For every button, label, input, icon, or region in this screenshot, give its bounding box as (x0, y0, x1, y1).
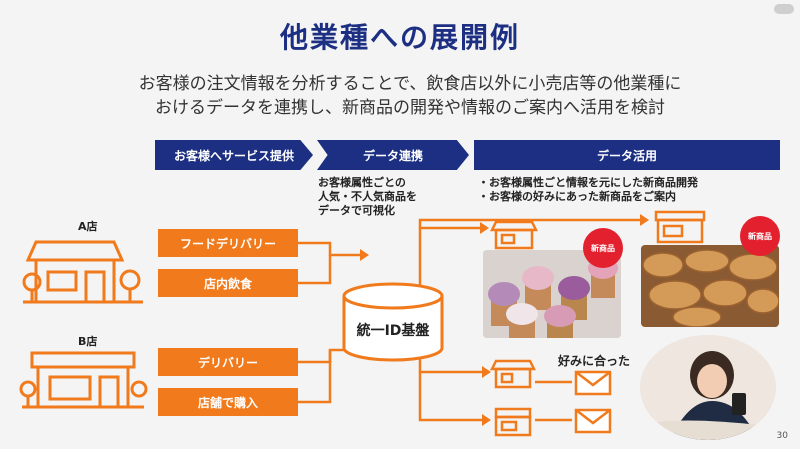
page-number: 30 (776, 431, 788, 441)
bread-image (641, 245, 779, 327)
service-delivery: デリバリー (158, 348, 298, 376)
step-data-link: データ連携 (317, 140, 469, 170)
database-icon (342, 282, 444, 362)
shop-icon (490, 359, 536, 389)
new-product-badge: 新商品 (740, 216, 780, 256)
data-use-note-line: ・お客様の好みにあった新商品をご案内 (478, 190, 676, 203)
bread-illustration (641, 245, 779, 327)
step-service: お客様へサービス提供 (155, 140, 313, 170)
preference-label: 好みに合った (558, 354, 631, 368)
database-label: 統一ID基盤 (356, 323, 430, 339)
data-link-note: お客様属性ごとの 人気・不人気商品を データで可視化 (318, 176, 417, 218)
data-use-note-line: ・お客様属性ごと情報を元にした新商品開発 (478, 176, 698, 189)
shop-icon (490, 220, 538, 250)
page-subtitle: お客様の注文情報を分析することで、飲食店以外に小売店等の他業種に おけるデータを… (60, 72, 760, 120)
mail-icon (574, 408, 612, 434)
store-a-icon (22, 240, 143, 304)
subtitle-line-2: おけるデータを連携し、新商品の開発や情報のご案内へ活用を検討 (155, 98, 665, 118)
data-link-note-line: データで可視化 (318, 204, 395, 217)
data-link-note-line: お客様属性ごとの (318, 176, 406, 189)
page-title: 他業種への展開例 (279, 21, 520, 54)
service-dine-in: 店内飲食 (158, 269, 298, 297)
service-in-store-purchase: 店舗で購入 (158, 388, 298, 416)
store-b-icon (19, 351, 148, 409)
service-food-delivery: フードデリバリー (158, 229, 298, 257)
mail-icon (574, 370, 612, 396)
data-link-note-line: 人気・不人気商品を (318, 190, 417, 203)
data-use-notes: ・お客様属性ごと情報を元にした新商品開発 ・お客様の好みにあった新商品をご案内 (478, 176, 698, 204)
subtitle-line-1: お客様の注文情報を分析することで、飲食店以外に小売店等の他業種に (138, 74, 682, 94)
new-product-badge: 新商品 (583, 228, 623, 268)
customer-illustration (640, 335, 776, 440)
window-control[interactable] (774, 4, 794, 14)
bakery-shop-icon (654, 210, 706, 244)
store-a-label: A店 (78, 220, 98, 233)
store-b-label: B店 (78, 335, 98, 348)
step-data-use: データ活用 (474, 140, 780, 170)
customer-photo (640, 335, 776, 440)
shop-icon (494, 407, 532, 437)
